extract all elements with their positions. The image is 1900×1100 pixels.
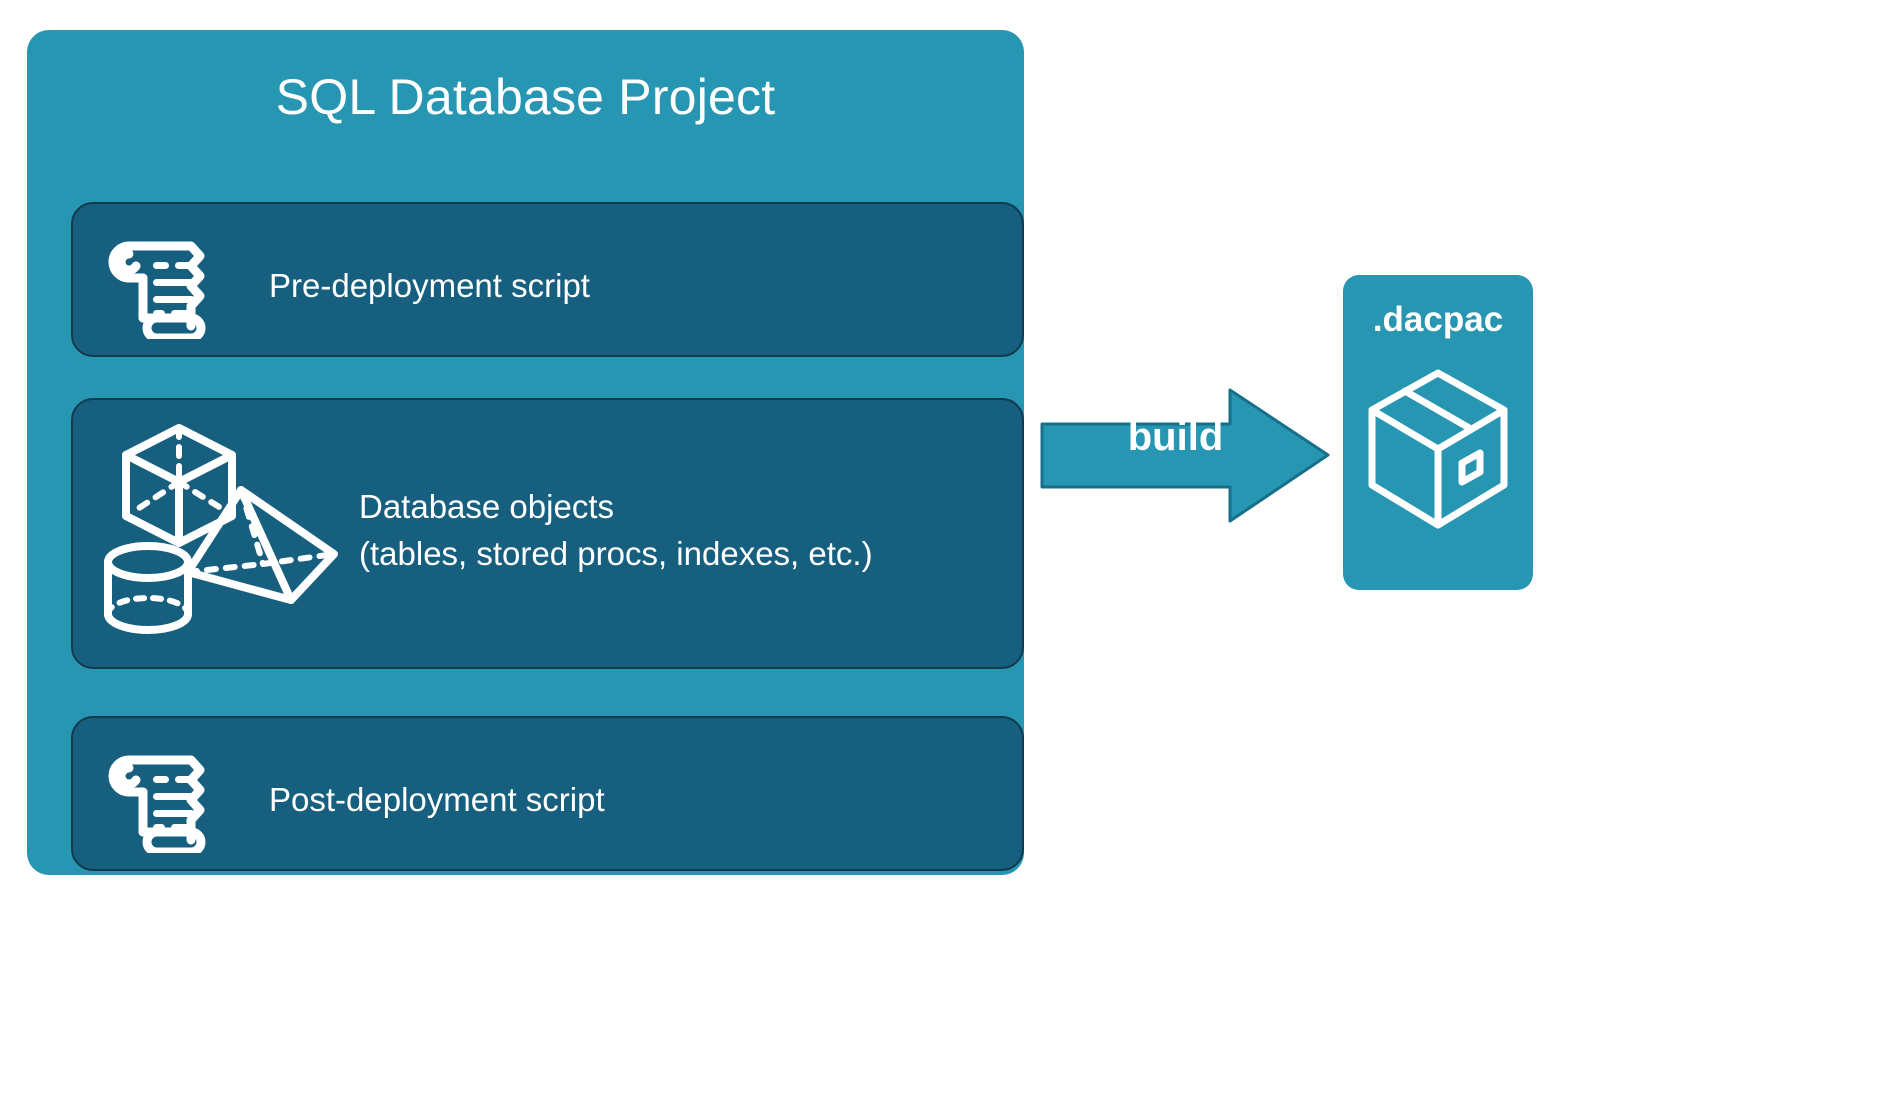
card-post-deployment[interactable]: Post-deployment script <box>71 716 1024 871</box>
build-arrow <box>1040 388 1330 523</box>
package-box-icon <box>1368 369 1508 529</box>
dacpac-output-box[interactable]: .dacpac <box>1343 275 1533 590</box>
pyramid-icon <box>184 486 338 604</box>
build-arrow-label: build <box>1127 415 1224 459</box>
pyramid-hidden-edges <box>185 487 337 575</box>
card-pre-deployment[interactable]: Pre-deployment script <box>71 202 1024 357</box>
card-pre-deployment-label: Pre-deployment script <box>269 267 590 304</box>
scroll-icon <box>108 241 206 339</box>
cylinder-icon <box>104 542 192 634</box>
cube-hidden-edges <box>133 425 227 513</box>
cylinder-hidden-edge <box>105 595 191 617</box>
card-database-objects[interactable]: Database objects (tables, stored procs, i… <box>71 398 1024 669</box>
shapes-icon <box>104 424 338 634</box>
card-database-objects-label: Database objects (tables, stored procs, i… <box>359 484 873 578</box>
card-database-objects-line1: Database objects <box>359 488 614 525</box>
page-title: SQL Database Project <box>275 69 776 125</box>
dacpac-title: .dacpac <box>1372 300 1504 339</box>
card-post-deployment-label: Post-deployment script <box>269 781 605 818</box>
card-database-objects-line2: (tables, stored procs, indexes, etc.) <box>359 534 873 572</box>
sql-database-project-container: SQL Database Project <box>27 30 1024 875</box>
scroll-icon <box>108 755 206 853</box>
